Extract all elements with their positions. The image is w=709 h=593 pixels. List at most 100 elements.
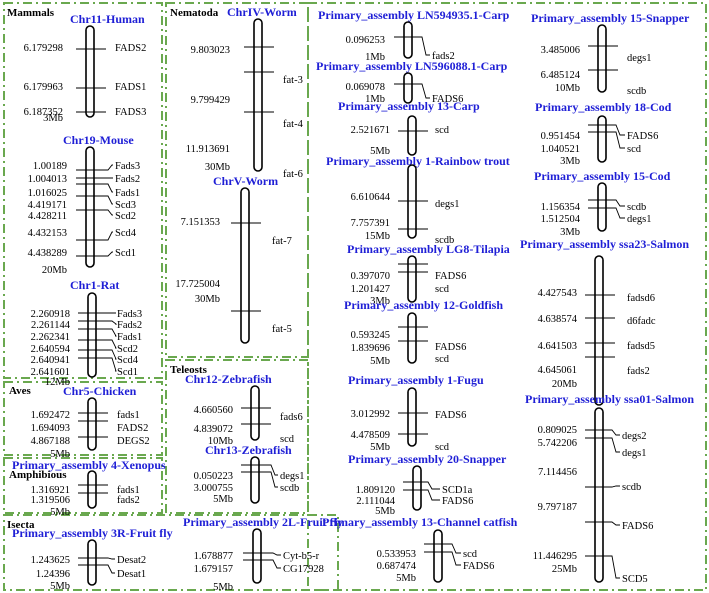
gene-label: FADS6	[627, 131, 658, 142]
chromosome-bar	[87, 470, 97, 509]
locus-connector	[603, 521, 620, 526]
locus-position: 11.913691	[186, 144, 230, 155]
gene-label: FADS3	[115, 107, 146, 118]
gene-label: scd	[435, 354, 450, 365]
scale-label: 5Mb	[213, 494, 233, 505]
locus-connector	[96, 564, 115, 574]
gene-label: fat-7	[272, 236, 292, 247]
gene-label: fat-6	[283, 169, 303, 180]
locus-position: 3.000755	[194, 483, 233, 494]
scale-label: 30Mb	[195, 294, 220, 305]
locus-position: 9.797187	[538, 502, 577, 513]
gene-label: scd	[280, 434, 295, 445]
gene-label: Desat2	[117, 555, 146, 566]
locus-position: 6.485124	[541, 70, 581, 81]
chromosome-bar	[412, 465, 422, 511]
gene-label: Scd1	[115, 248, 136, 259]
chromosome-bar	[250, 385, 260, 441]
gene-label: d6fadc	[627, 316, 656, 327]
gene-label: fat-5	[272, 324, 292, 335]
locus-position: 1.040521	[541, 144, 580, 155]
gene-label: FADS6	[622, 521, 653, 532]
locus-position: 1.201427	[351, 284, 390, 295]
chromosome-title: Primary_assembly ssa23-Salmon	[520, 237, 689, 251]
locus-connector	[96, 320, 118, 325]
locus-position: 1.809120	[356, 485, 395, 496]
locus-connector	[603, 429, 620, 436]
locus-position: 1.004013	[28, 174, 67, 185]
gene-label: scd	[435, 284, 450, 295]
gene-label: degs1	[435, 199, 460, 210]
chromosome-bar	[407, 312, 417, 364]
gene-label: scdb	[435, 235, 454, 246]
locus-position: 0.951454	[541, 131, 581, 142]
scale-label: 5Mb	[370, 356, 390, 367]
gene-label: fads2	[117, 495, 140, 506]
chromosome-bar	[403, 21, 413, 59]
chromosome-bar	[240, 187, 250, 344]
gene-label: fads2	[432, 51, 455, 62]
locus-position: 6.179298	[24, 43, 63, 54]
chromosome-title: Primary_assembly 1-Fugu	[348, 373, 484, 387]
locus-position: 4.638574	[538, 314, 578, 325]
chromosome-bar	[85, 146, 95, 268]
gene-label: Scd4	[115, 228, 137, 239]
scale-label: 3Mb	[370, 296, 390, 307]
locus-position: 4.438289	[28, 248, 67, 259]
gene-label: Scd2	[117, 344, 138, 355]
gene-label: Fads1	[117, 332, 142, 343]
gene-label: FADS1	[115, 82, 146, 93]
group-box	[3, 2, 163, 379]
chromosome-title: Primary_assembly LN594935.1-Carp	[318, 8, 510, 22]
chromosome-bar	[407, 255, 417, 303]
scale-label: 5Mb	[370, 146, 390, 157]
gene-label: scdb	[280, 483, 299, 494]
scale-label: 5Mb	[396, 573, 416, 584]
gene-label: scd	[435, 125, 450, 136]
gene-label: Scd3	[115, 200, 136, 211]
locus-position: 3.012992	[351, 409, 390, 420]
scale-label: 20Mb	[552, 379, 577, 390]
locus-position: 1.679157	[194, 564, 233, 575]
locus-connector	[442, 551, 461, 566]
chromosome-title: Primary_assembly LN596088.1-Carp	[316, 59, 508, 73]
locus-connector	[94, 195, 113, 205]
locus-position: 1.512504	[541, 214, 581, 225]
locus-connector	[96, 557, 115, 560]
locus-position: 9.799429	[191, 95, 230, 106]
scale-label: 5Mb	[50, 449, 70, 460]
chromosome-bar	[85, 25, 95, 118]
chromosome-title: Chr11-Human	[70, 12, 145, 26]
chromosome-zebrafish-chr12: Chr12-Zebrafish4.660560fads64.839072scd1…	[185, 372, 303, 447]
locus-position: 1.692472	[31, 410, 70, 421]
scale-label: 3Mb	[560, 227, 580, 238]
locus-connector	[96, 339, 117, 349]
group-label-teleosts: Teleosts	[170, 364, 208, 376]
chromosome-title: Primary_assembly 1-Rainbow trout	[326, 154, 510, 168]
locus-position: 4.839072	[194, 424, 233, 435]
chromosome-bar	[407, 387, 417, 447]
scale-label: 30Mb	[205, 162, 230, 173]
locus-position: 0.050223	[194, 471, 233, 482]
locus-position: 7.114456	[538, 467, 577, 478]
locus-connector	[603, 555, 620, 579]
scale-label: 5Mb	[50, 507, 70, 518]
locus-position: 4.660560	[194, 405, 233, 416]
locus-position: 0.533953	[377, 549, 416, 560]
gene-label: fads2	[627, 366, 650, 377]
locus-position: 0.809025	[538, 425, 577, 436]
locus-connector	[606, 207, 625, 219]
locus-position: 2.521671	[351, 125, 390, 136]
locus-position: 3.485006	[541, 45, 580, 56]
gene-label: degs1	[280, 471, 305, 482]
locus-position: 7.757391	[351, 218, 390, 229]
locus-connector	[606, 124, 625, 136]
